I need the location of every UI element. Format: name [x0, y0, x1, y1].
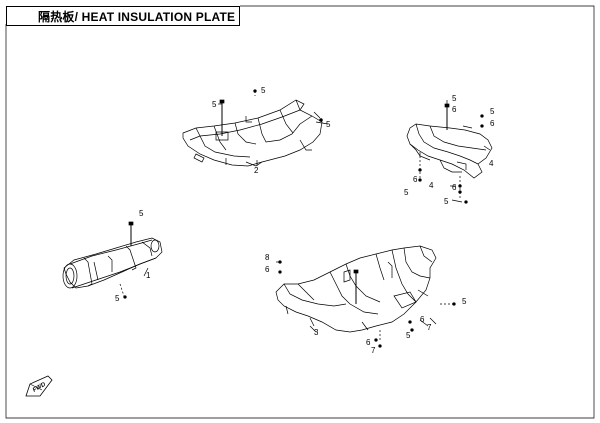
- callout-5: 5: [444, 197, 449, 206]
- heat-shield-part-1: [62, 221, 163, 289]
- callout-6: 6: [452, 183, 457, 192]
- drawing-frame: [5, 5, 595, 419]
- heat-plate-part-2: [182, 99, 323, 167]
- callout-5: 5: [462, 297, 467, 306]
- callout-5: 5: [326, 120, 331, 129]
- callout-6: 6: [452, 105, 457, 114]
- callout-6: 6: [366, 338, 371, 347]
- callout-5: 5: [261, 86, 266, 95]
- heat-plate-part-4: [406, 103, 493, 179]
- callout-4: 4: [489, 159, 494, 168]
- callout-6: 6: [490, 119, 495, 128]
- callout-6: 6: [265, 265, 270, 274]
- callout-5: 5: [490, 107, 495, 116]
- fwd-arrow-logo: FWD: [25, 375, 53, 397]
- callout-7: 7: [427, 323, 432, 332]
- callout-5: 5: [115, 294, 120, 303]
- callout-4: 4: [429, 181, 434, 190]
- page-title: 隔热板/ HEAT INSULATION PLATE: [38, 10, 236, 24]
- title-box: [6, 6, 240, 26]
- callout-7: 7: [371, 346, 376, 355]
- fasteners-and-leaders: [119, 89, 484, 348]
- callout-1: 1: [146, 271, 151, 280]
- callout-5: 5: [406, 331, 411, 340]
- heat-plate-part-3: [275, 245, 437, 333]
- callout-2: 2: [254, 166, 259, 175]
- callout-6: 6: [413, 175, 418, 184]
- callout-5: 5: [404, 188, 409, 197]
- callout-6: 6: [420, 315, 425, 324]
- callout-5: 5: [212, 100, 217, 109]
- callout-3: 3: [314, 328, 319, 337]
- callout-8: 8: [265, 253, 270, 262]
- fwd-text: FWD: [32, 381, 47, 393]
- callout-5: 5: [139, 209, 144, 218]
- callout-5: 5: [452, 94, 457, 103]
